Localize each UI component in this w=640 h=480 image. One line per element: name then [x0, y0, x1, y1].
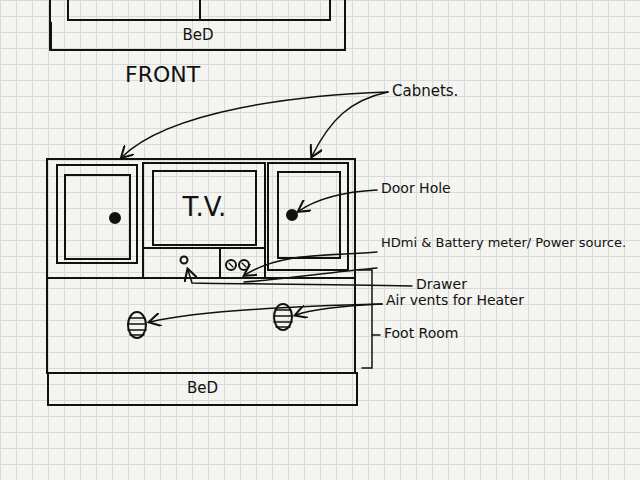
node-text: BeD — [187, 380, 218, 397]
bed-band: BeD — [47, 372, 358, 406]
callout-label: Air vents for Heater — [386, 292, 524, 308]
view-title: FRONT — [125, 62, 200, 87]
tv-screen: T.V. — [152, 170, 257, 246]
callout-label: Drawer — [416, 276, 467, 292]
node-text: T.V. — [183, 193, 227, 223]
callout-label: Foot Room — [384, 325, 459, 341]
node-text: BeD — [182, 27, 213, 44]
callout-label: HDmi & Battery meter/ Power source. — [381, 236, 631, 251]
callout-label: Cabnets. — [392, 83, 458, 100]
bed-band: BeD — [50, 22, 346, 51]
callout-label: Door Hole — [381, 180, 451, 196]
